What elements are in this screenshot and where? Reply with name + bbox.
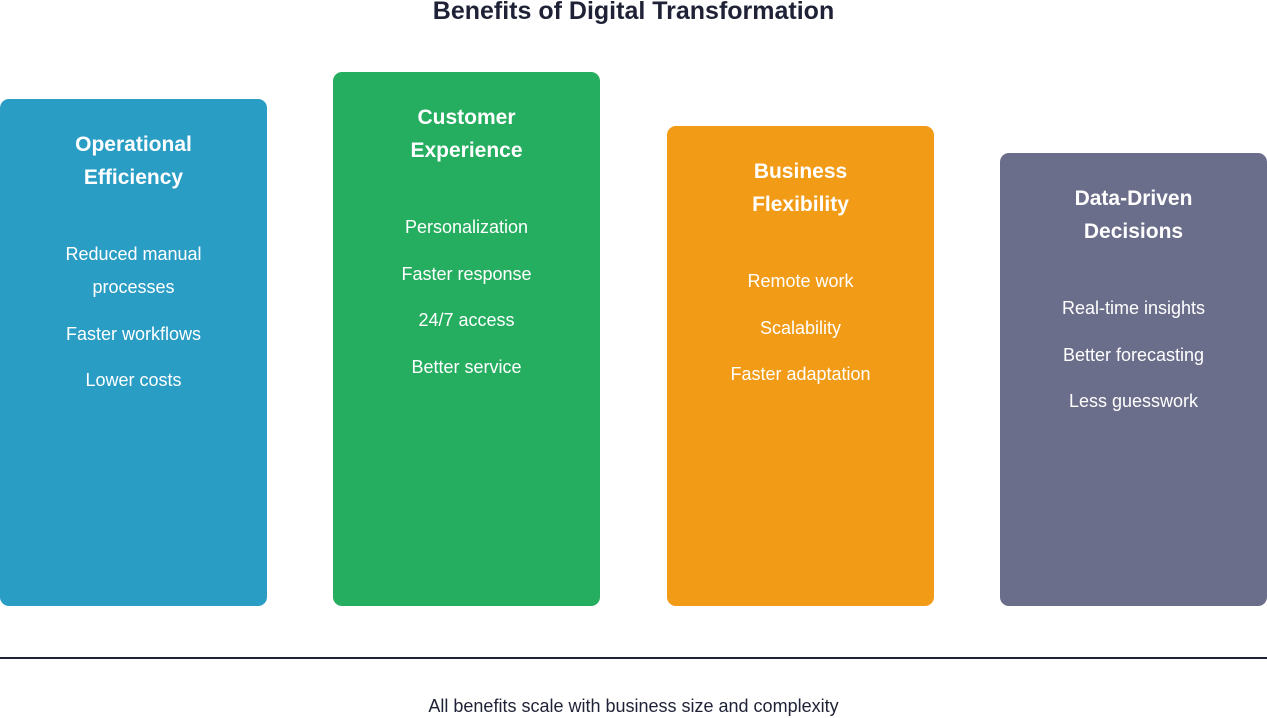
card-customer-experience: Customer Experience Personalization Fast… xyxy=(333,72,600,606)
card-item: Remote work xyxy=(747,271,854,291)
card-item: Reduced manual processes xyxy=(65,244,202,297)
card-item: Better service xyxy=(411,356,522,377)
card-item: Real-time insights xyxy=(1061,298,1206,318)
divider xyxy=(0,657,1267,659)
card-item: Less guesswork xyxy=(1068,391,1199,411)
card-item-list: Remote work Scalability Faster adaptatio… xyxy=(667,265,934,405)
card-item-list: Reduced manual processes Faster workflow… xyxy=(0,238,267,411)
card-title-line: Data-Driven xyxy=(1074,187,1193,210)
footer-note: All benefits scale with business size an… xyxy=(428,696,839,716)
card-title-line: Flexibility xyxy=(752,193,849,216)
card-item: 24/7 access xyxy=(418,310,515,330)
card-item: Lower costs xyxy=(85,370,182,390)
card-title-line: Decisions xyxy=(1083,220,1184,243)
card-data-driven-decisions: Data-Driven Decisions Real-time insights… xyxy=(1000,153,1267,606)
card-title-line: Business xyxy=(753,160,848,183)
card-item-list: Real-time insights Better forecasting Le… xyxy=(1000,292,1267,432)
card-item: Faster response xyxy=(401,263,532,284)
card-title: Operational Efficiency xyxy=(0,128,267,194)
card-item: Scalability xyxy=(759,317,842,338)
card-business-flexibility: Business Flexibility Remote work Scalabi… xyxy=(667,126,934,606)
card-title: Business Flexibility xyxy=(667,155,934,221)
card-title: Data-Driven Decisions xyxy=(1000,182,1267,248)
card-title: Customer Experience xyxy=(333,101,600,167)
card-item: Faster adaptation xyxy=(730,364,871,384)
card-title-line: Experience xyxy=(410,139,523,162)
card-item: Personalization xyxy=(404,217,529,237)
card-title-line: Customer xyxy=(417,106,516,129)
card-item: Faster workflows xyxy=(65,323,202,344)
card-item: Better forecasting xyxy=(1062,344,1205,365)
card-title-line: Operational xyxy=(75,133,192,156)
card-operational-efficiency: Operational Efficiency Reduced manual pr… xyxy=(0,99,267,606)
card-item-list: Personalization Faster response 24/7 acc… xyxy=(333,211,600,397)
card-title-line: Efficiency xyxy=(83,166,184,189)
page-title: Benefits of Digital Transformation xyxy=(432,0,835,25)
